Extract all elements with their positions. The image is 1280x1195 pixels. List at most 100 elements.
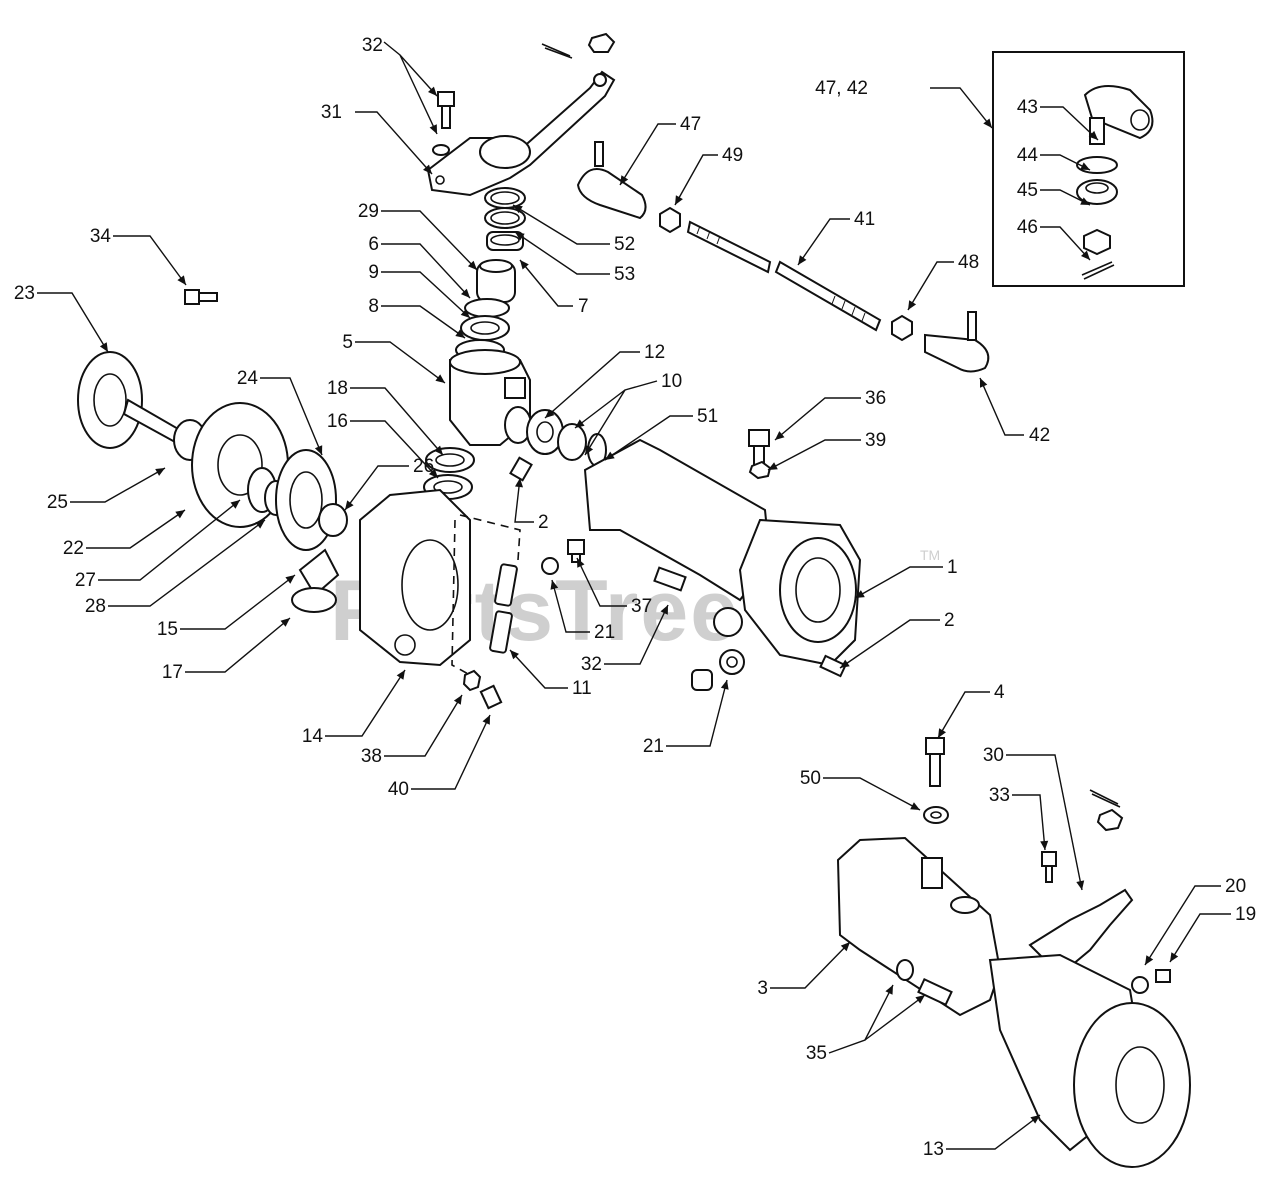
callout-c5[interactable]: 5	[342, 332, 446, 384]
callout-c20[interactable]: 20	[1144, 876, 1246, 966]
steering-arm-31[interactable]	[426, 70, 616, 197]
callout-c3[interactable]: 3	[757, 941, 851, 999]
callout-c32a[interactable]: 32	[362, 35, 438, 97]
callout-c35b[interactable]	[864, 994, 926, 1041]
bolt-34[interactable]	[184, 289, 218, 305]
callout-c51[interactable]: 51	[604, 406, 718, 461]
callout-c47a[interactable]: 47	[619, 114, 701, 186]
pinion-15[interactable]	[298, 548, 340, 597]
callout-c23[interactable]: 23	[14, 283, 109, 353]
inset-nut-46[interactable]	[1083, 228, 1111, 256]
bearing-17[interactable]	[291, 587, 337, 613]
callout-c26[interactable]: 26	[344, 456, 434, 511]
callout-c4742[interactable]: 47, 42	[815, 78, 993, 129]
seal-ring-52[interactable]	[484, 187, 526, 209]
callout-c36[interactable]: 36	[774, 388, 886, 441]
cotter-pin-lower[interactable]	[1089, 789, 1124, 832]
callout-c35a[interactable]: 35	[806, 984, 894, 1064]
callout-c29[interactable]: 29	[358, 201, 478, 271]
callout-c49[interactable]: 49	[674, 145, 743, 206]
wheel-hub-13[interactable]	[988, 953, 1191, 1168]
callout-c48[interactable]: 48	[907, 252, 979, 311]
grease-fitting-4[interactable]	[925, 737, 945, 787]
tie-rod-41[interactable]	[686, 220, 882, 332]
callout-c39[interactable]: 39	[767, 430, 886, 471]
callout-c17[interactable]: 17	[162, 617, 291, 683]
callout-c7[interactable]: 7	[519, 259, 589, 317]
bearing-7[interactable]	[486, 231, 524, 251]
callout-c14[interactable]: 14	[302, 669, 406, 747]
callout-c13[interactable]: 13	[923, 1114, 1041, 1160]
callout-c34[interactable]: 34	[90, 226, 187, 286]
differential-case-14[interactable]	[359, 488, 471, 667]
callout-c19[interactable]: 19	[1169, 904, 1256, 963]
callout-c30[interactable]: 30	[983, 745, 1085, 891]
callout-c1[interactable]: 1	[854, 557, 958, 599]
bolt-40[interactable]	[479, 684, 503, 710]
bolt-36[interactable]	[748, 429, 770, 469]
callout-c25[interactable]: 25	[47, 467, 166, 513]
plug-2-right[interactable]	[819, 654, 847, 678]
callout-c43[interactable]: 43	[1017, 97, 1099, 141]
bolt-19[interactable]	[1155, 969, 1171, 983]
tie-rod-end-42[interactable]	[924, 311, 990, 373]
bearing-26[interactable]	[318, 503, 348, 537]
callout-c40[interactable]: 40	[388, 714, 491, 800]
washer-50[interactable]	[923, 806, 949, 824]
callout-c38[interactable]: 38	[361, 694, 463, 767]
castle-nut-top[interactable]	[587, 32, 616, 53]
bearing-9[interactable]	[460, 315, 510, 341]
callout-c53[interactable]: 53	[514, 231, 635, 285]
wheel-hub-23[interactable]	[77, 351, 143, 449]
ring-53[interactable]	[484, 207, 526, 229]
tie-rod-end-47[interactable]	[576, 141, 647, 220]
callout-c21b[interactable]: 21	[643, 679, 729, 757]
callout-c24[interactable]: 24	[237, 368, 323, 456]
washer-39[interactable]	[748, 460, 772, 480]
callout-c11[interactable]: 11	[509, 649, 592, 699]
nut-38[interactable]	[462, 669, 482, 692]
callout-c2b[interactable]: 2	[839, 610, 955, 669]
washer-20[interactable]	[1131, 976, 1149, 994]
callout-c16[interactable]: 16	[327, 411, 439, 479]
bearing-10[interactable]	[557, 423, 587, 461]
callout-c2a[interactable]: 2	[514, 477, 549, 533]
ring-6[interactable]	[464, 298, 510, 318]
inset-boot-45[interactable]	[1076, 179, 1118, 205]
inset-cotter-pin[interactable]	[1081, 261, 1115, 280]
callout-c28[interactable]: 28	[85, 519, 266, 617]
callout-c42[interactable]: 42	[979, 377, 1050, 446]
cotter-pin-top[interactable]	[541, 43, 573, 59]
bolt-32-lower[interactable]	[653, 566, 687, 592]
bevel-gear-10[interactable]	[526, 409, 564, 455]
callout-c52[interactable]: 52	[512, 204, 635, 255]
bolt-32[interactable]	[432, 91, 455, 156]
plug-2[interactable]	[509, 456, 533, 482]
callout-c32c[interactable]: 32	[581, 604, 669, 675]
callout-c18[interactable]: 18	[327, 378, 444, 456]
plug-37[interactable]	[567, 539, 585, 563]
bolt-33[interactable]	[1041, 851, 1057, 883]
callout-c6[interactable]: 6	[368, 234, 471, 299]
plug-21-lower[interactable]	[691, 669, 713, 691]
callout-c21a[interactable]: 21	[550, 579, 616, 643]
callout-c41[interactable]: 41	[797, 209, 875, 266]
callout-c33[interactable]: 33	[989, 785, 1049, 851]
collar-29[interactable]	[476, 259, 516, 303]
callout-c22[interactable]: 22	[63, 509, 186, 559]
callout-c46[interactable]: 46	[1017, 217, 1091, 261]
callout-c9[interactable]: 9	[368, 262, 471, 319]
callout-c12[interactable]: 12	[544, 342, 665, 419]
jam-nut-48[interactable]	[891, 314, 913, 342]
callout-c37[interactable]: 37	[576, 557, 652, 617]
washer-21-lower[interactable]	[719, 649, 745, 675]
bearing-18[interactable]	[425, 447, 475, 473]
callout-c32b[interactable]	[399, 54, 438, 135]
bolt-35[interactable]	[917, 977, 953, 1007]
callout-c4[interactable]: 4	[937, 682, 1005, 739]
washer-21[interactable]	[541, 557, 559, 575]
callout-c8[interactable]: 8	[368, 296, 466, 339]
callout-c15[interactable]: 15	[157, 574, 296, 640]
axle-tube-3[interactable]	[836, 836, 1002, 1017]
axle-housing-1[interactable]	[583, 438, 862, 667]
